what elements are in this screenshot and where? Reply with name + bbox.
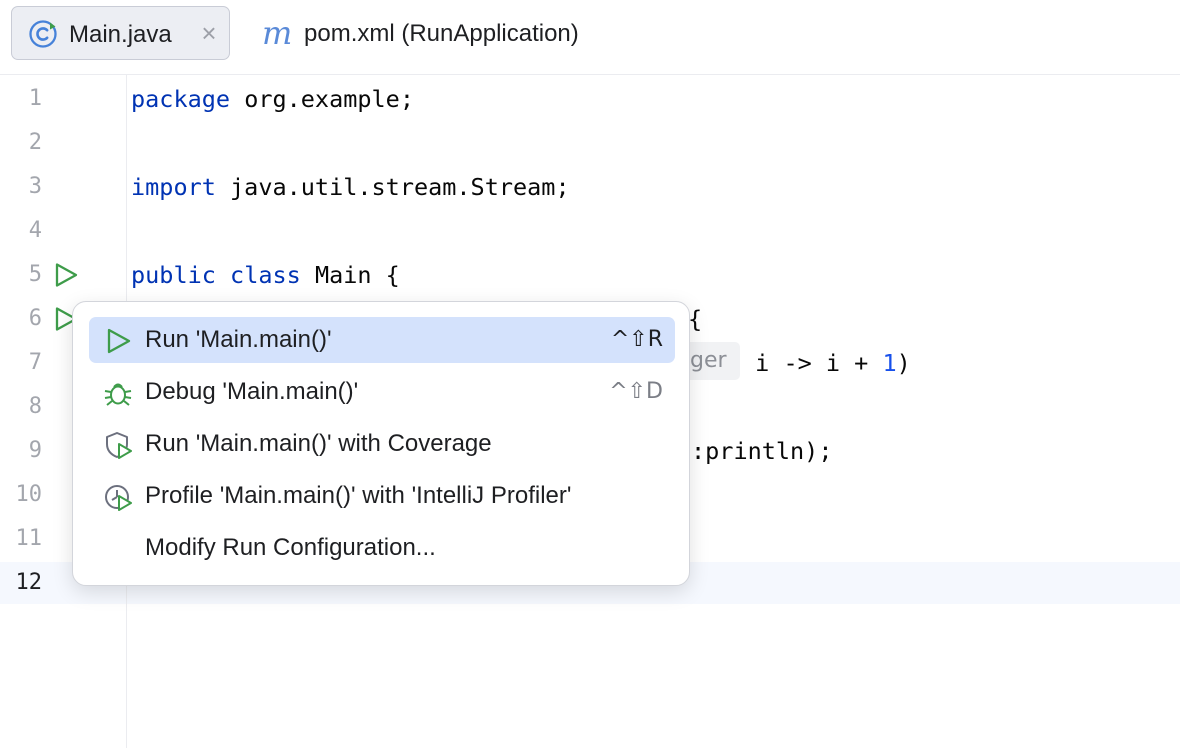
line-number: 7 [28,350,42,375]
code-line-6-tail[interactable]: { [688,305,703,333]
line-number: 4 [28,218,42,243]
menu-item-label: Modify Run Configuration... [145,534,436,561]
tab-main-java[interactable]: Main.java × [11,6,230,60]
keyword: public [131,261,216,289]
coverage-icon [103,431,133,459]
code-text: java.util.stream.Stream; [215,173,570,201]
run-popup-menu: Run 'Main.main()' ^⇧R Debug 'Main.main()… [72,301,690,586]
keyword: class [230,261,301,289]
menu-item-debug[interactable]: Debug 'Main.main()' ^⇧D [89,369,675,415]
line-number: 8 [28,394,42,419]
line-number-current: 12 [15,570,43,595]
inlay-hint-text: ger [690,348,727,373]
profiler-icon [103,483,133,511]
line-number: 10 [15,482,43,507]
maven-m-icon: m [262,14,293,52]
line-number: 3 [28,174,42,199]
line-number: 1 [28,86,42,111]
menu-item-label: Run 'Main.main()' with Coverage [145,430,492,457]
code-text: Main { [300,261,400,289]
code-line-9-tail[interactable]: :println); [691,437,833,465]
code-text: i -> i + [741,349,883,377]
line-number: 6 [28,306,42,331]
tab-label: pom.xml (RunApplication) [304,20,579,47]
menu-item-modify-run-configuration[interactable]: Modify Run Configuration... [89,525,675,571]
line-number: 11 [15,526,43,551]
menu-item-label: Debug 'Main.main()' [145,378,359,405]
editor-tab-bar: Main.java × m pom.xml (RunApplication) [0,0,1180,75]
menu-item-label: Profile 'Main.main()' with 'IntelliJ Pro… [145,482,572,509]
code-line-5[interactable]: public class Main { [131,253,400,297]
code-text: org.example; [230,85,414,113]
gutter-run-icon[interactable] [53,306,79,337]
gutter-run-icon[interactable] [53,262,79,293]
shortcut: ^⇧D [609,379,663,404]
menu-item-run[interactable]: Run 'Main.main()' ^⇧R [89,317,675,363]
java-class-icon [28,19,58,54]
debug-icon [103,379,133,407]
menu-item-profile[interactable]: Profile 'Main.main()' with 'IntelliJ Pro… [89,473,675,519]
keyword: import [131,173,216,201]
code-line-1[interactable]: package org.example; [131,77,414,121]
code-text: ) [896,349,911,377]
tab-pom-xml[interactable]: m pom.xml (RunApplication) [256,6,636,60]
keyword: package [131,85,231,113]
line-number: 2 [28,130,42,155]
menu-item-run-with-coverage[interactable]: Run 'Main.main()' with Coverage [89,421,675,467]
close-icon[interactable]: × [201,18,217,48]
tab-label: Main.java [69,21,172,48]
code-line-3[interactable]: import java.util.stream.Stream; [131,165,570,209]
shortcut: ^⇧R [610,327,663,352]
menu-item-label: Run 'Main.main()' [145,326,332,353]
line-number: 9 [28,438,42,463]
run-icon [103,327,133,355]
number-literal: 1 [882,349,897,377]
line-number: 5 [28,262,42,287]
code-line-7-tail[interactable]: i -> i + 1) [741,341,911,385]
